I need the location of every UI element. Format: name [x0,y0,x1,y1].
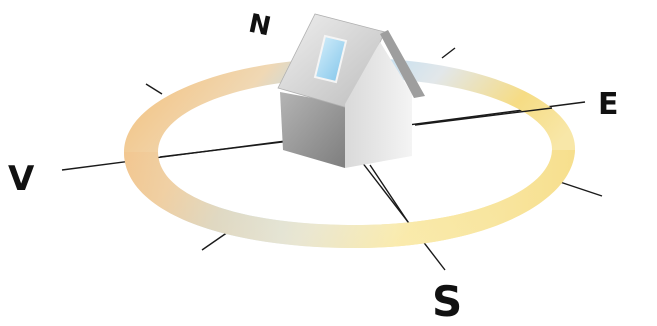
label-north: N [246,9,274,43]
northwest-tick [146,84,162,94]
southeast-tick [560,182,602,196]
house-illustration [278,14,425,168]
label-west: V [8,159,35,199]
label-south: S [432,277,462,322]
label-east: E [598,87,619,122]
southwest-tick [202,232,228,250]
inner-west-axis [160,141,290,157]
inner-south-axis [370,165,408,222]
northeast-tick [442,48,455,58]
